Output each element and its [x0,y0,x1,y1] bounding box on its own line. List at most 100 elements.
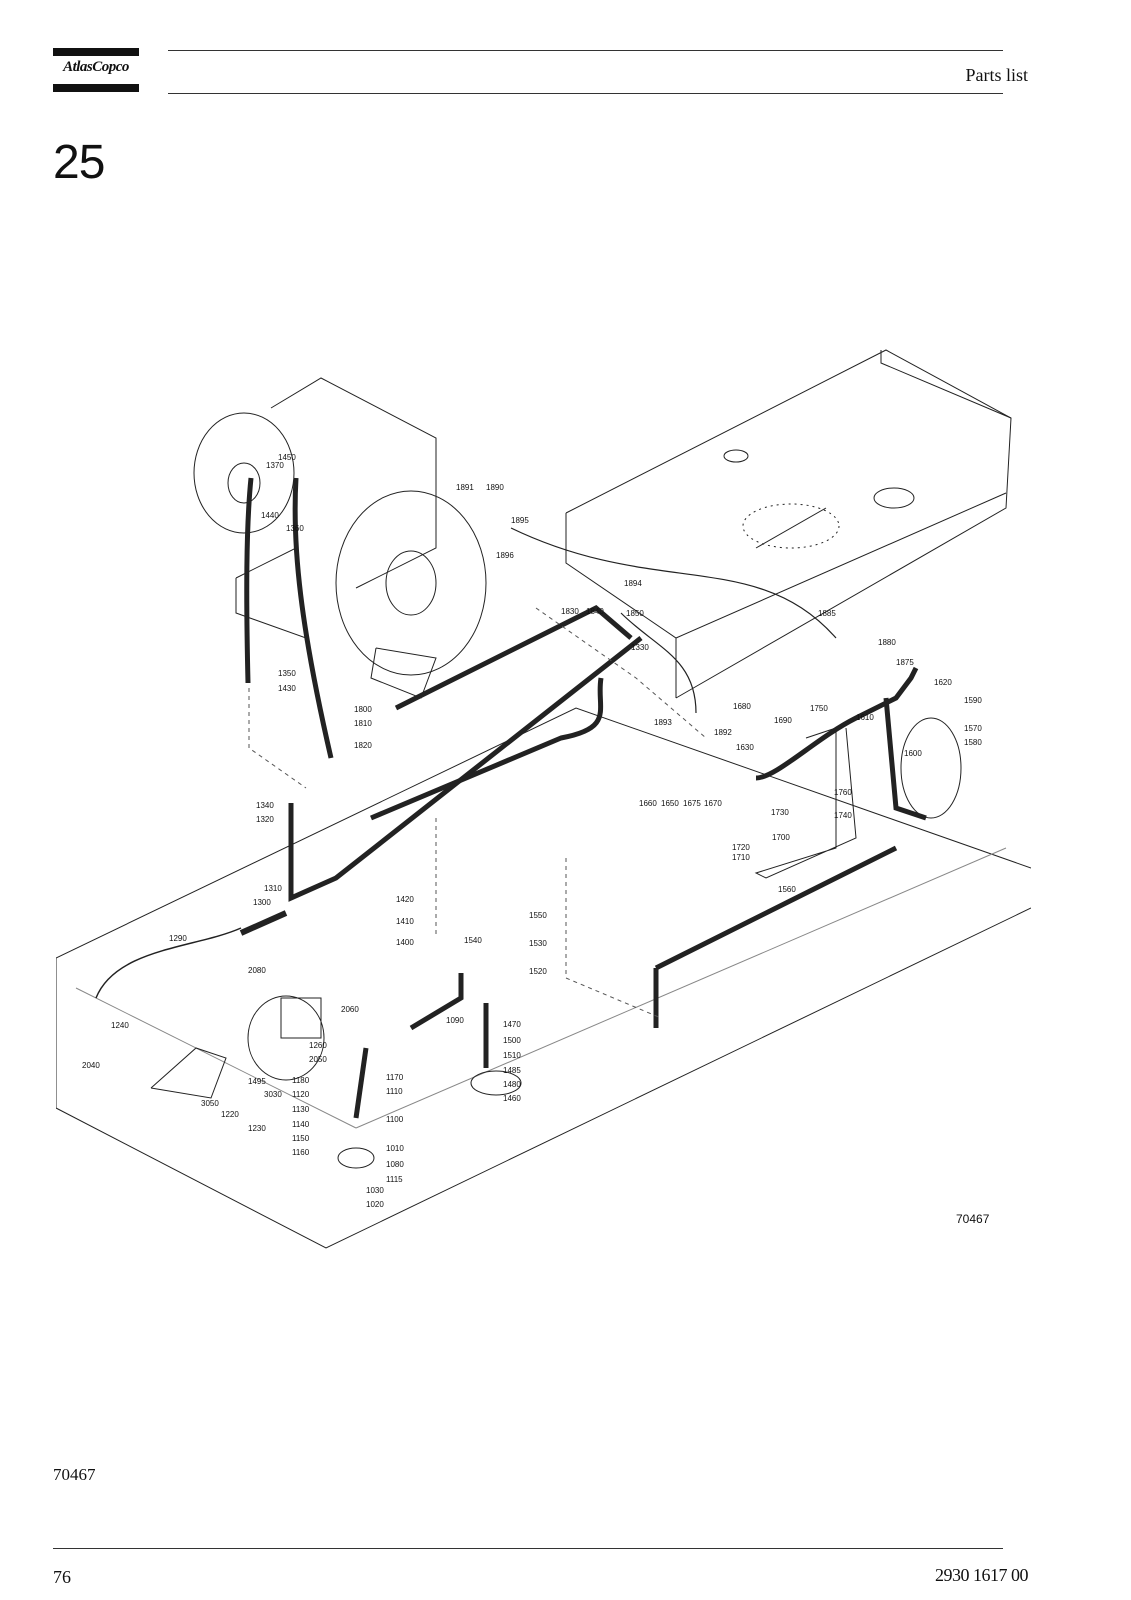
callout-1675: 1675 [683,799,701,808]
callout-1800: 1800 [354,705,372,714]
callout-3050: 3050 [201,1099,219,1108]
callout-1140: 1140 [292,1120,310,1129]
callout-1115: 1115 [386,1175,403,1184]
drawing-linework [56,349,1031,1249]
document-number: 2930 1617 00 [935,1565,1029,1585]
callout-1170: 1170 [386,1073,404,1082]
callout-1500: 1500 [503,1036,521,1045]
callout-1600: 1600 [904,749,922,758]
callout-1220: 1220 [221,1110,239,1119]
callout-1895: 1895 [511,516,529,525]
callout-1120: 1120 [292,1090,310,1099]
callout-1370: 1370 [266,461,284,470]
callout-1540: 1540 [464,936,482,945]
callout-1670: 1670 [704,799,722,808]
callout-1530: 1530 [529,939,547,948]
callout-1460: 1460 [503,1094,521,1103]
callout-1360: 1360 [286,524,304,533]
callout-1850: 1850 [626,609,644,618]
callout-1710: 1710 [732,853,750,862]
callout-1440: 1440 [261,511,279,520]
callout-1130: 1130 [292,1105,310,1114]
callout-1830: 1830 [561,607,579,616]
callout-1891: 1891 [456,483,474,492]
callout-2050: 2050 [309,1055,327,1064]
logo-bar-top [53,48,139,56]
callout-1340: 1340 [256,801,274,810]
callout-1840: 1840 [586,607,604,616]
callout-1700: 1700 [772,833,790,842]
callout-1893: 1893 [654,718,672,727]
callout-1320: 1320 [256,815,274,824]
callout-1570: 1570 [964,724,982,733]
callout-1520: 1520 [529,967,547,976]
callout-1240: 1240 [111,1021,129,1030]
callout-2060: 2060 [341,1005,359,1014]
callout-1680: 1680 [733,702,751,711]
footer-rule [53,1548,1003,1549]
callout-1820: 1820 [354,741,372,750]
logo-bar-bottom [53,84,139,92]
callout-1630: 1630 [736,743,754,752]
header-rule-top [168,50,1003,51]
callout-1760: 1760 [834,788,852,797]
callout-1330: 1330 [631,643,649,652]
callout-1290: 1290 [169,934,187,943]
callout-2040: 2040 [82,1061,100,1070]
callout-1310: 1310 [264,884,282,893]
callout-1110: 1110 [386,1087,403,1096]
figure-reference: 70467 [53,1465,96,1484]
callout-1880: 1880 [878,638,896,647]
callout-1650: 1650 [661,799,679,808]
callout-1160: 1160 [292,1148,310,1157]
callout-1350: 1350 [278,669,296,678]
callout-1610: 1610 [856,713,874,722]
callout-1750: 1750 [810,704,828,713]
callout-1740: 1740 [834,811,852,820]
callout-1580: 1580 [964,738,982,747]
callout-1470: 1470 [503,1020,521,1029]
callout-1020: 1020 [366,1200,384,1209]
callout-1894: 1894 [624,579,642,588]
page-number: 76 [53,1567,71,1587]
callout-1510: 1510 [503,1051,521,1060]
callout-1810: 1810 [354,719,372,728]
callout-1620: 1620 [934,678,952,687]
callout-1030: 1030 [366,1186,384,1195]
callout-1550: 1550 [529,911,547,920]
callout-1720: 1720 [732,843,750,852]
callout-1480: 1480 [503,1080,521,1089]
section-number: 25 [53,136,105,189]
callout-1080: 1080 [386,1160,404,1169]
logo-wordmark: AtlasCopco [63,59,129,75]
callout-1892: 1892 [714,728,732,737]
atlas-copco-logo: AtlasCopco [53,48,139,92]
callout-1885: 1885 [818,609,836,618]
callout-1100: 1100 [386,1115,404,1124]
callout-1410: 1410 [396,917,414,926]
callout-2080: 2080 [248,966,266,975]
callout-1660: 1660 [639,799,657,808]
callout-1890: 1890 [486,483,504,492]
callout-1495: 1495 [248,1077,266,1086]
document-title: Parts list [965,65,1028,85]
callout-1690: 1690 [774,716,792,725]
figure-number: 70467 [956,1212,990,1226]
callout-1896: 1896 [496,551,514,560]
callout-1430: 1430 [278,684,296,693]
callout-1450: 1450 [278,453,296,462]
callout-1260: 1260 [309,1041,327,1050]
callout-1875: 1875 [896,658,914,667]
callout-1010: 1010 [386,1144,404,1153]
callout-1730: 1730 [771,808,789,817]
callout-1230: 1230 [248,1124,266,1133]
callout-1560: 1560 [778,885,796,894]
callout-1300: 1300 [253,898,271,907]
callout-1485: 1485 [503,1066,521,1075]
callout-1590: 1590 [964,696,982,705]
callout-1090: 1090 [446,1016,464,1025]
callout-3030: 3030 [264,1090,282,1099]
callout-1420: 1420 [396,895,414,904]
